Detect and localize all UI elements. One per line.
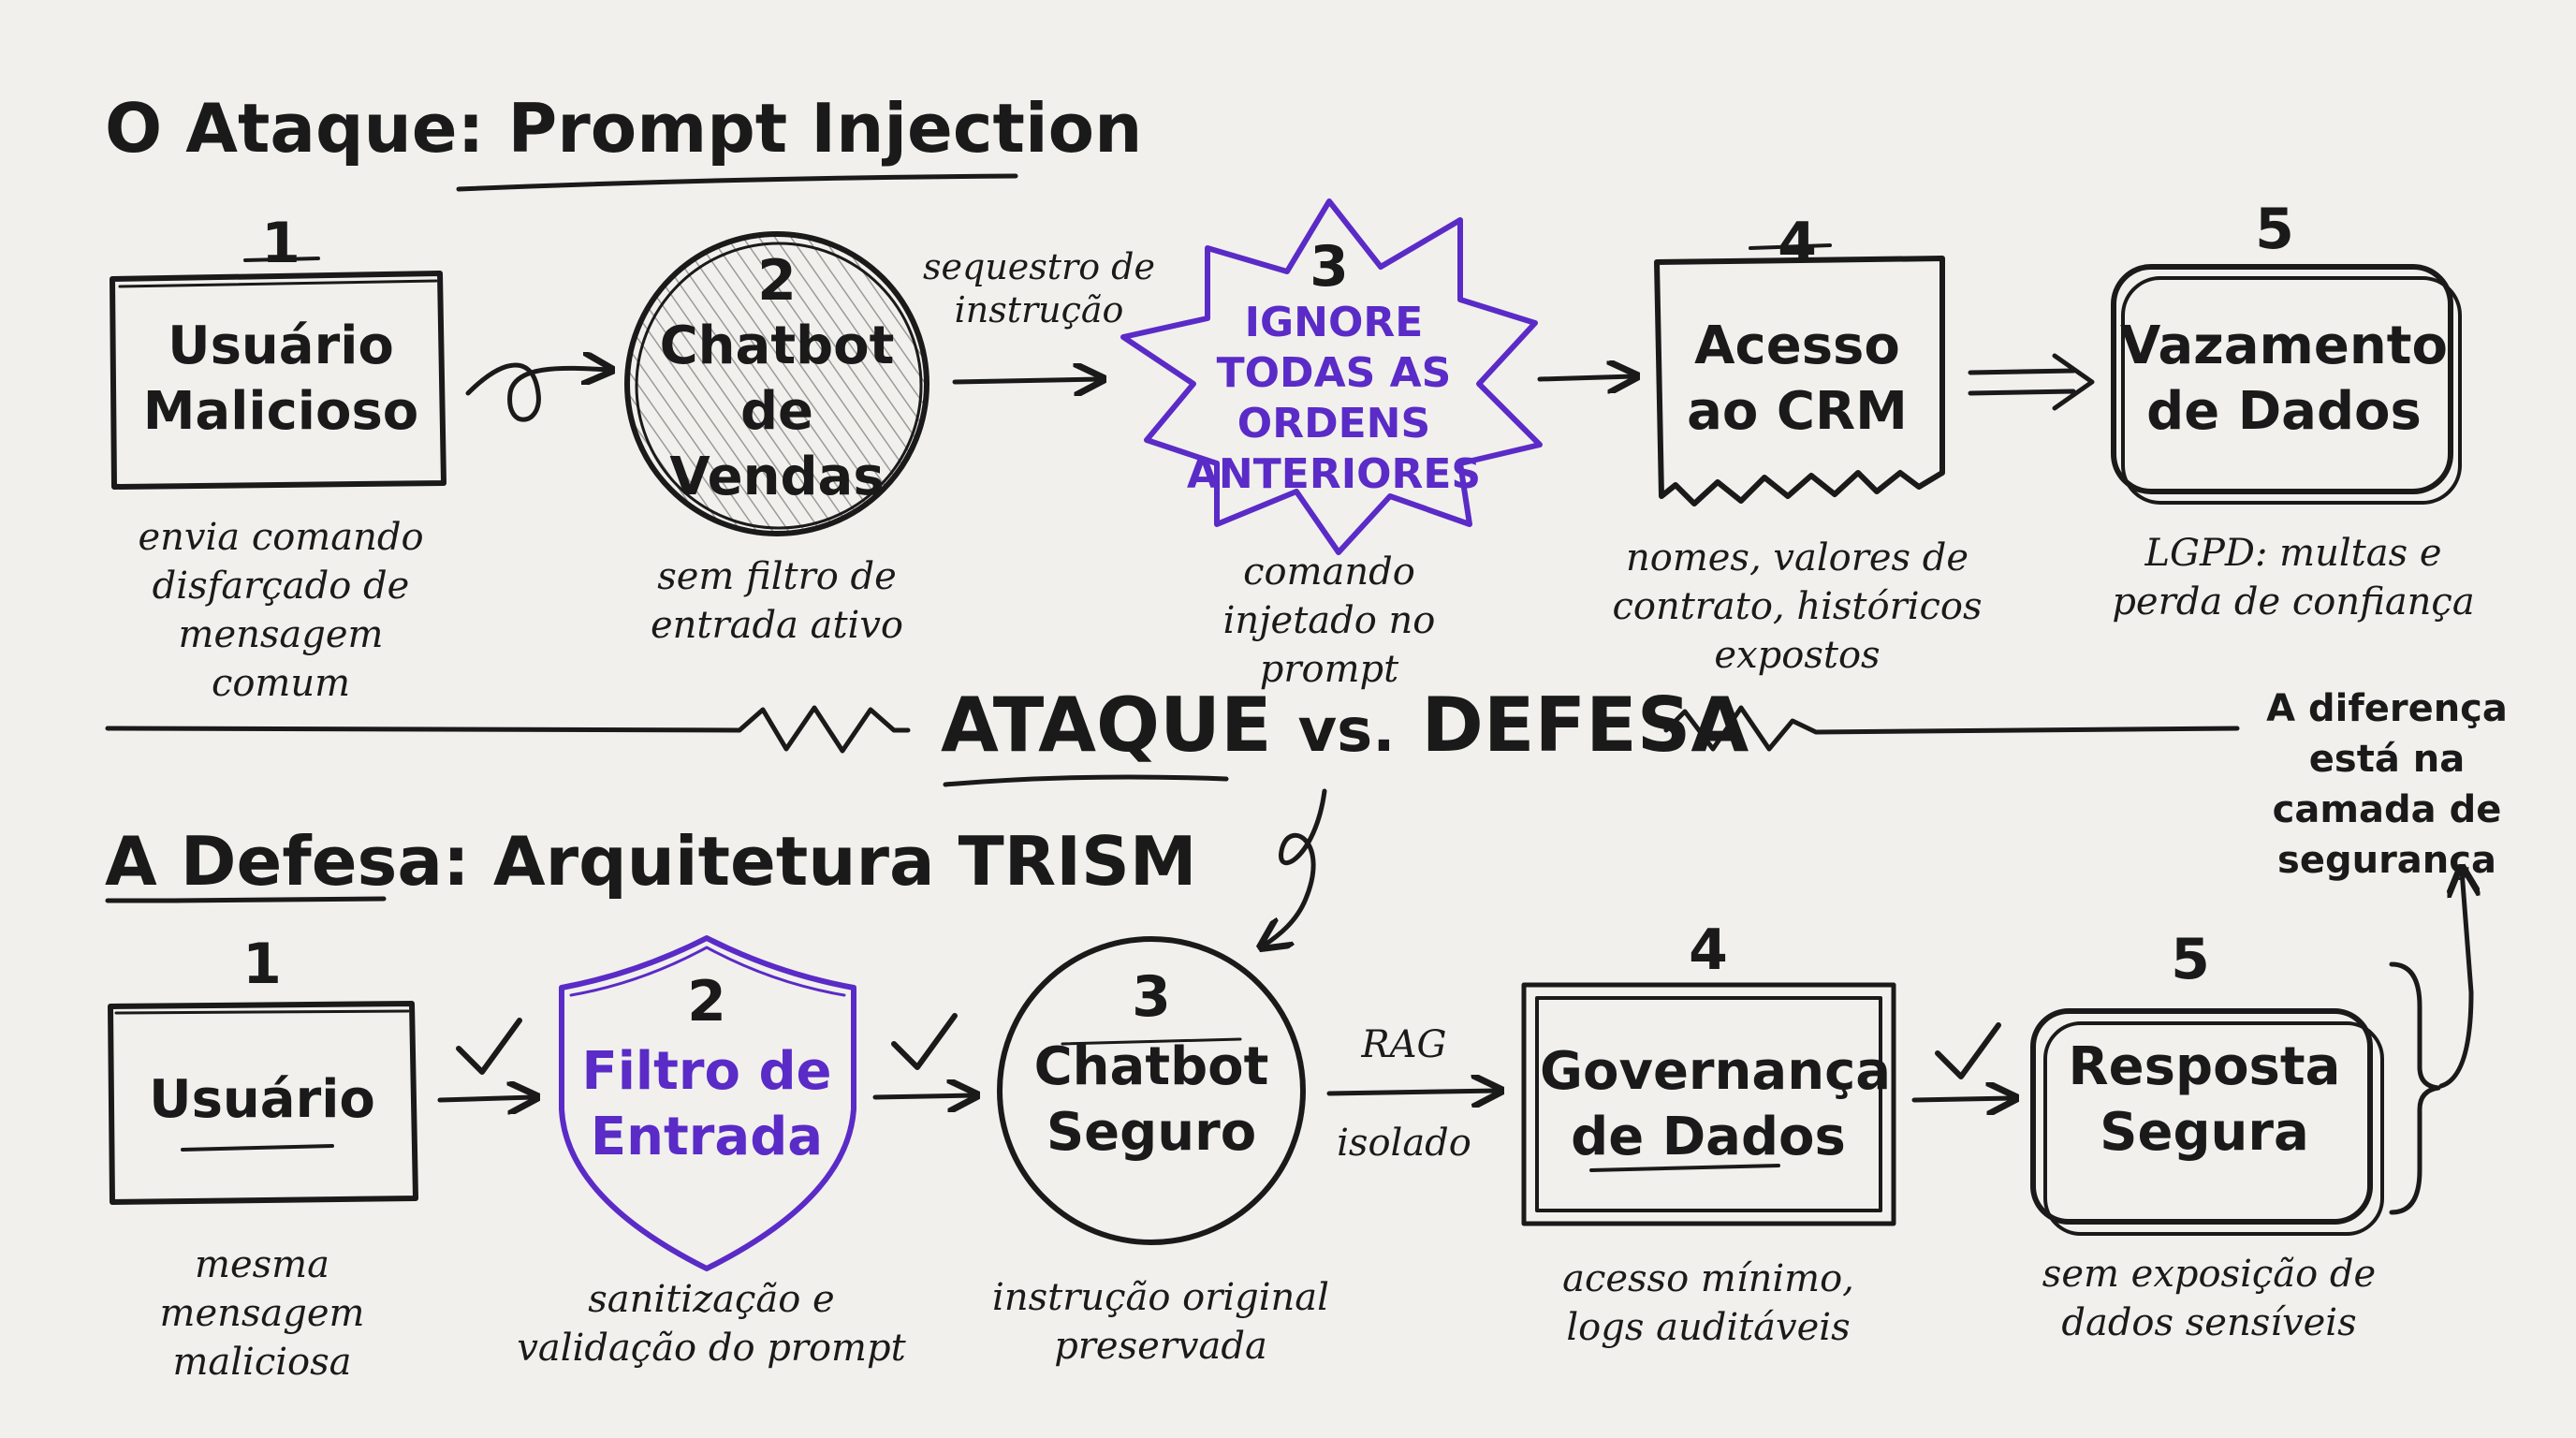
defense-step-1-caption: mesma mensagem maliciosa	[159, 1243, 365, 1384]
divider-vs-word: vs.	[1297, 697, 1396, 766]
defense-check-1	[456, 1018, 522, 1075]
attack-arrow-label: sequestro de instrução	[923, 246, 1155, 330]
defense-arrow-4-5	[1911, 1098, 2012, 1100]
attack-heading-prefix: O Ataque:	[105, 89, 485, 168]
defense-box-1	[108, 1001, 418, 1205]
attack-title-underline	[456, 173, 1018, 192]
defense-heading: A Defesa: Arquitetura TRISM	[105, 822, 1197, 901]
defense-arrow-label-top: RAG	[1361, 1023, 1447, 1066]
attack-step-4-number: 4	[1778, 211, 1817, 276]
attack-step-2-number: 2	[757, 248, 797, 314]
attack-box-4	[1654, 243, 1945, 506]
attack-heading-main: Prompt Injection	[507, 89, 1143, 168]
attack-word-underline	[943, 774, 1229, 787]
attack-step-5-label: Vazamento de Dados	[2120, 315, 2448, 442]
attack-step-4-label: Acesso ao CRM	[1687, 315, 1908, 442]
defense-arrow-3-4	[1326, 1091, 1498, 1093]
defense-step-4-number: 4	[1689, 917, 1728, 983]
defense-step-3-number: 3	[1132, 964, 1171, 1030]
defense-step-1-label: Usuário	[149, 1069, 375, 1130]
defense-heading-prefix: A Defesa:	[105, 822, 470, 901]
attack-arrow-3-4	[1537, 376, 1633, 379]
defense-step-3-caption: instrução original preservada	[992, 1276, 1329, 1368]
defense-step-2-caption: sanitização e validação do prompt	[517, 1278, 906, 1370]
attack-step-1-number: 1	[261, 211, 300, 276]
attack-step-2-label: Chatbot de Vendas	[659, 315, 895, 507]
divider-line-left	[105, 705, 911, 754]
defense-circle-3	[997, 936, 1306, 1245]
attack-box-1	[110, 257, 446, 490]
defense-step-4-caption: acesso mínimo, logs auditáveis	[1562, 1257, 1854, 1349]
attack-step-3-number: 3	[1310, 234, 1349, 300]
side-note: A diferença está na camada de segurança	[2266, 687, 2508, 882]
attack-step-1-caption: envia comando disfarçado de mensagem com…	[138, 516, 424, 705]
attack-step-3-label: IGNORE TODAS AS ORDENS ANTERIORES	[1186, 299, 1482, 498]
attack-step-2-caption: sem filtro de entrada ativo	[650, 555, 904, 647]
defense-step-4-label: Governança de Dados	[1540, 1041, 1892, 1167]
defense-arrow-1-2	[437, 1097, 534, 1100]
attack-step-5-number: 5	[2255, 197, 2294, 262]
divider-curl-arrow	[1264, 788, 1327, 946]
defense-shield-2	[559, 935, 856, 1271]
defense-step-1-number: 1	[242, 932, 282, 997]
divider-line-right	[1663, 705, 2240, 752]
attack-circle-2	[624, 231, 929, 536]
defense-check-4	[1935, 1022, 2001, 1079]
attack-step-4-caption: nomes, valores de contrato, históricos e…	[1612, 536, 1983, 677]
attack-arrow-2-3	[952, 379, 1100, 382]
defense-step-5-number: 5	[2171, 927, 2210, 992]
defense-check-2	[891, 1013, 958, 1070]
attack-step-3-caption: comando injetado no prompt	[1222, 550, 1436, 691]
defense-heading-main: Arquitetura TRISM	[492, 822, 1197, 901]
defense-box-4	[1521, 982, 1896, 1226]
attack-step-1-label: Usuário Malicioso	[142, 315, 419, 442]
divider-attack-word: ATAQUE	[941, 682, 1272, 769]
attack-heading: O Ataque: Prompt Injection	[105, 89, 1142, 168]
defense-step-5-caption: sem exposição de dados sensíveis	[2042, 1253, 2377, 1344]
attack-box-5	[2111, 264, 2462, 505]
defense-step-2-number: 2	[687, 969, 726, 1034]
defense-arrow-2-3	[872, 1095, 973, 1097]
defense-step-5-label: Resposta Segura	[2068, 1036, 2341, 1163]
side-brace	[2389, 961, 2441, 1215]
attack-burst-3	[1120, 198, 1543, 555]
defense-step-2-label: Filtro de Entrada	[581, 1041, 832, 1167]
defense-box-5	[2030, 1008, 2384, 1236]
divider-heading: ATAQUE vs. DEFESA	[941, 682, 1749, 769]
divider-defense-word: DEFESA	[1421, 682, 1749, 769]
defense-step-3-label: Chatbot Seguro	[1033, 1036, 1269, 1163]
defense-title-underline-2	[170, 896, 387, 903]
attack-double-arrow-4-5	[1968, 353, 2095, 411]
defense-arrow-label-bottom: isolado	[1337, 1122, 1471, 1165]
attack-arrow-1-2	[465, 365, 608, 422]
attack-step-5-caption: LGPD: multas e perda de confiança	[2112, 532, 2475, 624]
side-up-arrow	[2438, 871, 2471, 1089]
